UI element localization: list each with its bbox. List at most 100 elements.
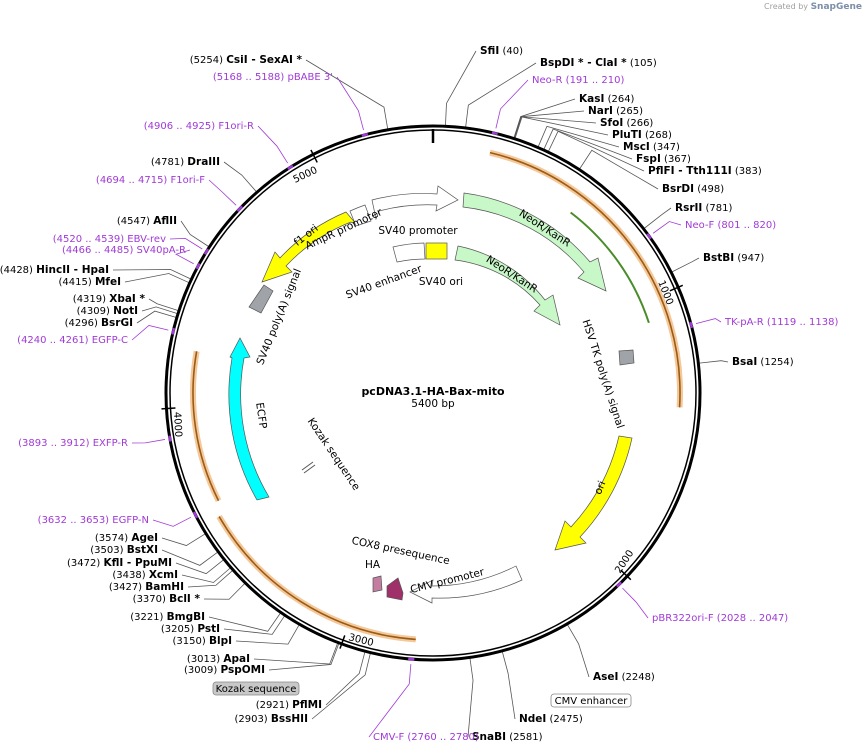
site-label-BssHII[interactable]: (2903) BssHII bbox=[234, 713, 308, 725]
bax-cds-arc[interactable] bbox=[218, 516, 416, 641]
snapgene-credit: Created by SnapGene bbox=[764, 2, 862, 12]
primer-label-EXFPR[interactable]: (3893 .. 3912) EXFP-R bbox=[18, 438, 128, 449]
ampr-promoter-small[interactable] bbox=[349, 204, 372, 227]
leader-PstI bbox=[223, 615, 285, 635]
site-label-MfeI[interactable]: (4415) MfeI bbox=[59, 276, 121, 288]
site-label-PflMI[interactable]: (2921) PflMI bbox=[256, 699, 322, 711]
leader-BsaI bbox=[699, 360, 729, 364]
site-label-BspDI[interactable]: BspDI * - ClaI * (105) bbox=[540, 57, 657, 69]
site-label-XcmI[interactable]: (3438) XcmI bbox=[112, 569, 178, 581]
leader-PflMI bbox=[325, 652, 366, 706]
site-label-PflFI[interactable]: PflFI - Tth111I (383) bbox=[648, 165, 762, 177]
neo-track-line bbox=[570, 211, 650, 324]
site-label-BsrDI[interactable]: BsrDI (498) bbox=[662, 183, 724, 195]
primer-label-CMVF[interactable]: CMV-F (2760 .. 2780) bbox=[373, 732, 479, 743]
primer-mark-EGFPC bbox=[171, 327, 176, 335]
site-label-AgeI[interactable]: (3574) AgeI bbox=[95, 532, 158, 544]
primer-mark-EGFPN bbox=[192, 511, 199, 519]
sv40-enhancer-box[interactable] bbox=[392, 242, 426, 263]
neor-kanr-inner-arrow[interactable] bbox=[454, 245, 561, 326]
site-label-BamHI[interactable]: (3427) BamHI bbox=[109, 581, 184, 593]
site-label-BlpI[interactable]: (3150) BlpI bbox=[173, 635, 232, 647]
cmv-enhancer-box-label: CMV enhancer bbox=[555, 696, 629, 707]
cmv-promoter-arrow[interactable] bbox=[409, 565, 523, 604]
site-label-BsaI[interactable]: BsaI (1254) bbox=[732, 356, 794, 368]
leader-PflFI bbox=[548, 130, 645, 172]
cox8-presequence-arrow[interactable] bbox=[386, 577, 404, 601]
leader-XcmI bbox=[181, 567, 231, 583]
site-label-AseI[interactable]: AseI (2248) bbox=[593, 671, 655, 683]
leader-SfoI bbox=[514, 116, 597, 138]
leader-BsrDI bbox=[579, 149, 659, 190]
site-label-SfiI[interactable]: SfiI (40) bbox=[480, 45, 523, 57]
leader-BspDI bbox=[465, 62, 537, 128]
site-label-AflII[interactable]: (4547) AflII bbox=[117, 215, 177, 227]
site-label-NotI[interactable]: (4309) NotI bbox=[77, 305, 138, 317]
site-label-NdeI[interactable]: NdeI (2475) bbox=[519, 713, 583, 725]
tick-2000 bbox=[620, 569, 632, 581]
primer-label-EBVrev[interactable]: (4520 .. 4539) EBV-rev bbox=[53, 234, 166, 245]
primer-label-pBABE3[interactable]: (5168 .. 5188) pBABE 3' bbox=[213, 72, 333, 83]
site-label-KasI[interactable]: KasI (264) bbox=[579, 93, 635, 105]
site-label-SfoI[interactable]: SfoI (266) bbox=[600, 117, 653, 129]
neo-cds-arc[interactable] bbox=[489, 151, 681, 408]
tick-1000 bbox=[669, 284, 684, 292]
leader-BstXI bbox=[161, 549, 218, 566]
sv40-polya-block[interactable] bbox=[248, 284, 274, 314]
site-label-BstBI[interactable]: BstBI (947) bbox=[703, 252, 764, 264]
ori-label: ori bbox=[592, 479, 608, 496]
primer-leader-TKpAR bbox=[695, 318, 722, 325]
site-label-BstXI[interactable]: (3503) BstXI bbox=[90, 544, 158, 556]
site-label-BclI[interactable]: (3370) BclI * bbox=[133, 593, 201, 605]
site-label-ApaI[interactable]: (3013) ApaI bbox=[187, 653, 250, 665]
leader-BstBI bbox=[671, 257, 700, 273]
sv40-promoter-arrow[interactable] bbox=[371, 185, 459, 221]
egfp-region-arc[interactable] bbox=[192, 351, 220, 502]
ha-tag-block[interactable] bbox=[372, 575, 383, 593]
site-label-BsrGI[interactable]: (4296) BsrGI bbox=[65, 317, 133, 329]
cmv-enhancer-box[interactable]: CMV enhancer bbox=[550, 693, 632, 708]
site-label-MscI[interactable]: MscI (347) bbox=[623, 141, 680, 153]
site-leader-lines bbox=[112, 50, 729, 738]
primer-label-NeoF[interactable]: Neo-F (801 .. 820) bbox=[685, 220, 776, 231]
site-label-XbaI[interactable]: (4319) XbaI * bbox=[73, 293, 146, 305]
hsv-tk-polya-block[interactable] bbox=[618, 349, 635, 366]
site-label-KflI[interactable]: (3472) KflI - PpuMI bbox=[67, 557, 172, 569]
primer-label-F1oriF[interactable]: (4694 .. 4715) F1ori-F bbox=[96, 175, 205, 186]
primer-label-SV40pAR[interactable]: (4466 .. 4485) SV40pA-R bbox=[62, 245, 186, 256]
site-label-SnaBI[interactable]: SnaBI (2581) bbox=[472, 731, 543, 743]
site-label-FspI[interactable]: FspI (367) bbox=[636, 153, 691, 165]
cmv-enhancer-box-frame bbox=[550, 693, 632, 708]
site-label-PspOMI[interactable]: (3009) PspOMI bbox=[184, 664, 265, 676]
leader-ApaI bbox=[253, 643, 338, 665]
site-label-DraIII[interactable]: (4781) DraIII bbox=[151, 156, 220, 168]
primer-leader-SV40pAR bbox=[175, 249, 194, 265]
annotation-arcs bbox=[190, 149, 683, 643]
site-label-PstI[interactable]: (3205) PstI bbox=[161, 623, 220, 635]
site-label-CsiI[interactable]: (5254) CsiI - SexAI * bbox=[190, 54, 303, 66]
leader-NdeI bbox=[501, 651, 516, 720]
ori-arrow[interactable] bbox=[554, 435, 633, 551]
site-label-BmgBI[interactable]: (3221) BmgBI bbox=[130, 611, 205, 623]
ecfp-arrow[interactable] bbox=[228, 337, 270, 501]
primer-label-F1oriR[interactable]: (4906 .. 4925) F1ori-R bbox=[144, 121, 254, 132]
site-label-PluTI[interactable]: PluTI (268) bbox=[612, 129, 672, 141]
site-label-NarI[interactable]: NarI (265) bbox=[588, 105, 643, 117]
primer-label-pBR322oriF[interactable]: pBR322ori-F (2028 .. 2047) bbox=[652, 613, 788, 624]
primer-label-NeoR[interactable]: Neo-R (191 .. 210) bbox=[532, 75, 624, 86]
primer-label-EGFPC[interactable]: (4240 .. 4261) EGFP-C bbox=[17, 335, 128, 346]
f1-ori-arrow[interactable] bbox=[261, 211, 358, 283]
neor-kanr-outer-label: NeoR/KanR bbox=[517, 207, 573, 249]
leader-BssHII bbox=[311, 653, 371, 720]
site-label-HincII[interactable]: (4428) HincII - HpaI bbox=[0, 264, 109, 276]
sv40-ori-box[interactable] bbox=[425, 242, 448, 260]
restriction-site-labels: (5254) CsiI - SexAI * SfiI (40) BspDI * - … bbox=[0, 45, 794, 743]
site-label-RsrII[interactable]: RsrII (781) bbox=[675, 202, 732, 214]
primer-label-TKpAR[interactable]: TK-pA-R (1119 .. 1138) bbox=[724, 317, 838, 328]
kozak-box[interactable]: Kozak sequence bbox=[212, 681, 300, 696]
primer-leader-pBR322oriF bbox=[622, 587, 649, 619]
primer-label-EGFPN[interactable]: (3632 .. 3653) EGFP-N bbox=[38, 515, 149, 526]
plasmid-name: pcDNA3.1-HA-Bax-mito bbox=[361, 385, 505, 398]
neor-kanr-outer-arrow[interactable] bbox=[462, 192, 607, 292]
leader-HincII bbox=[112, 269, 191, 280]
